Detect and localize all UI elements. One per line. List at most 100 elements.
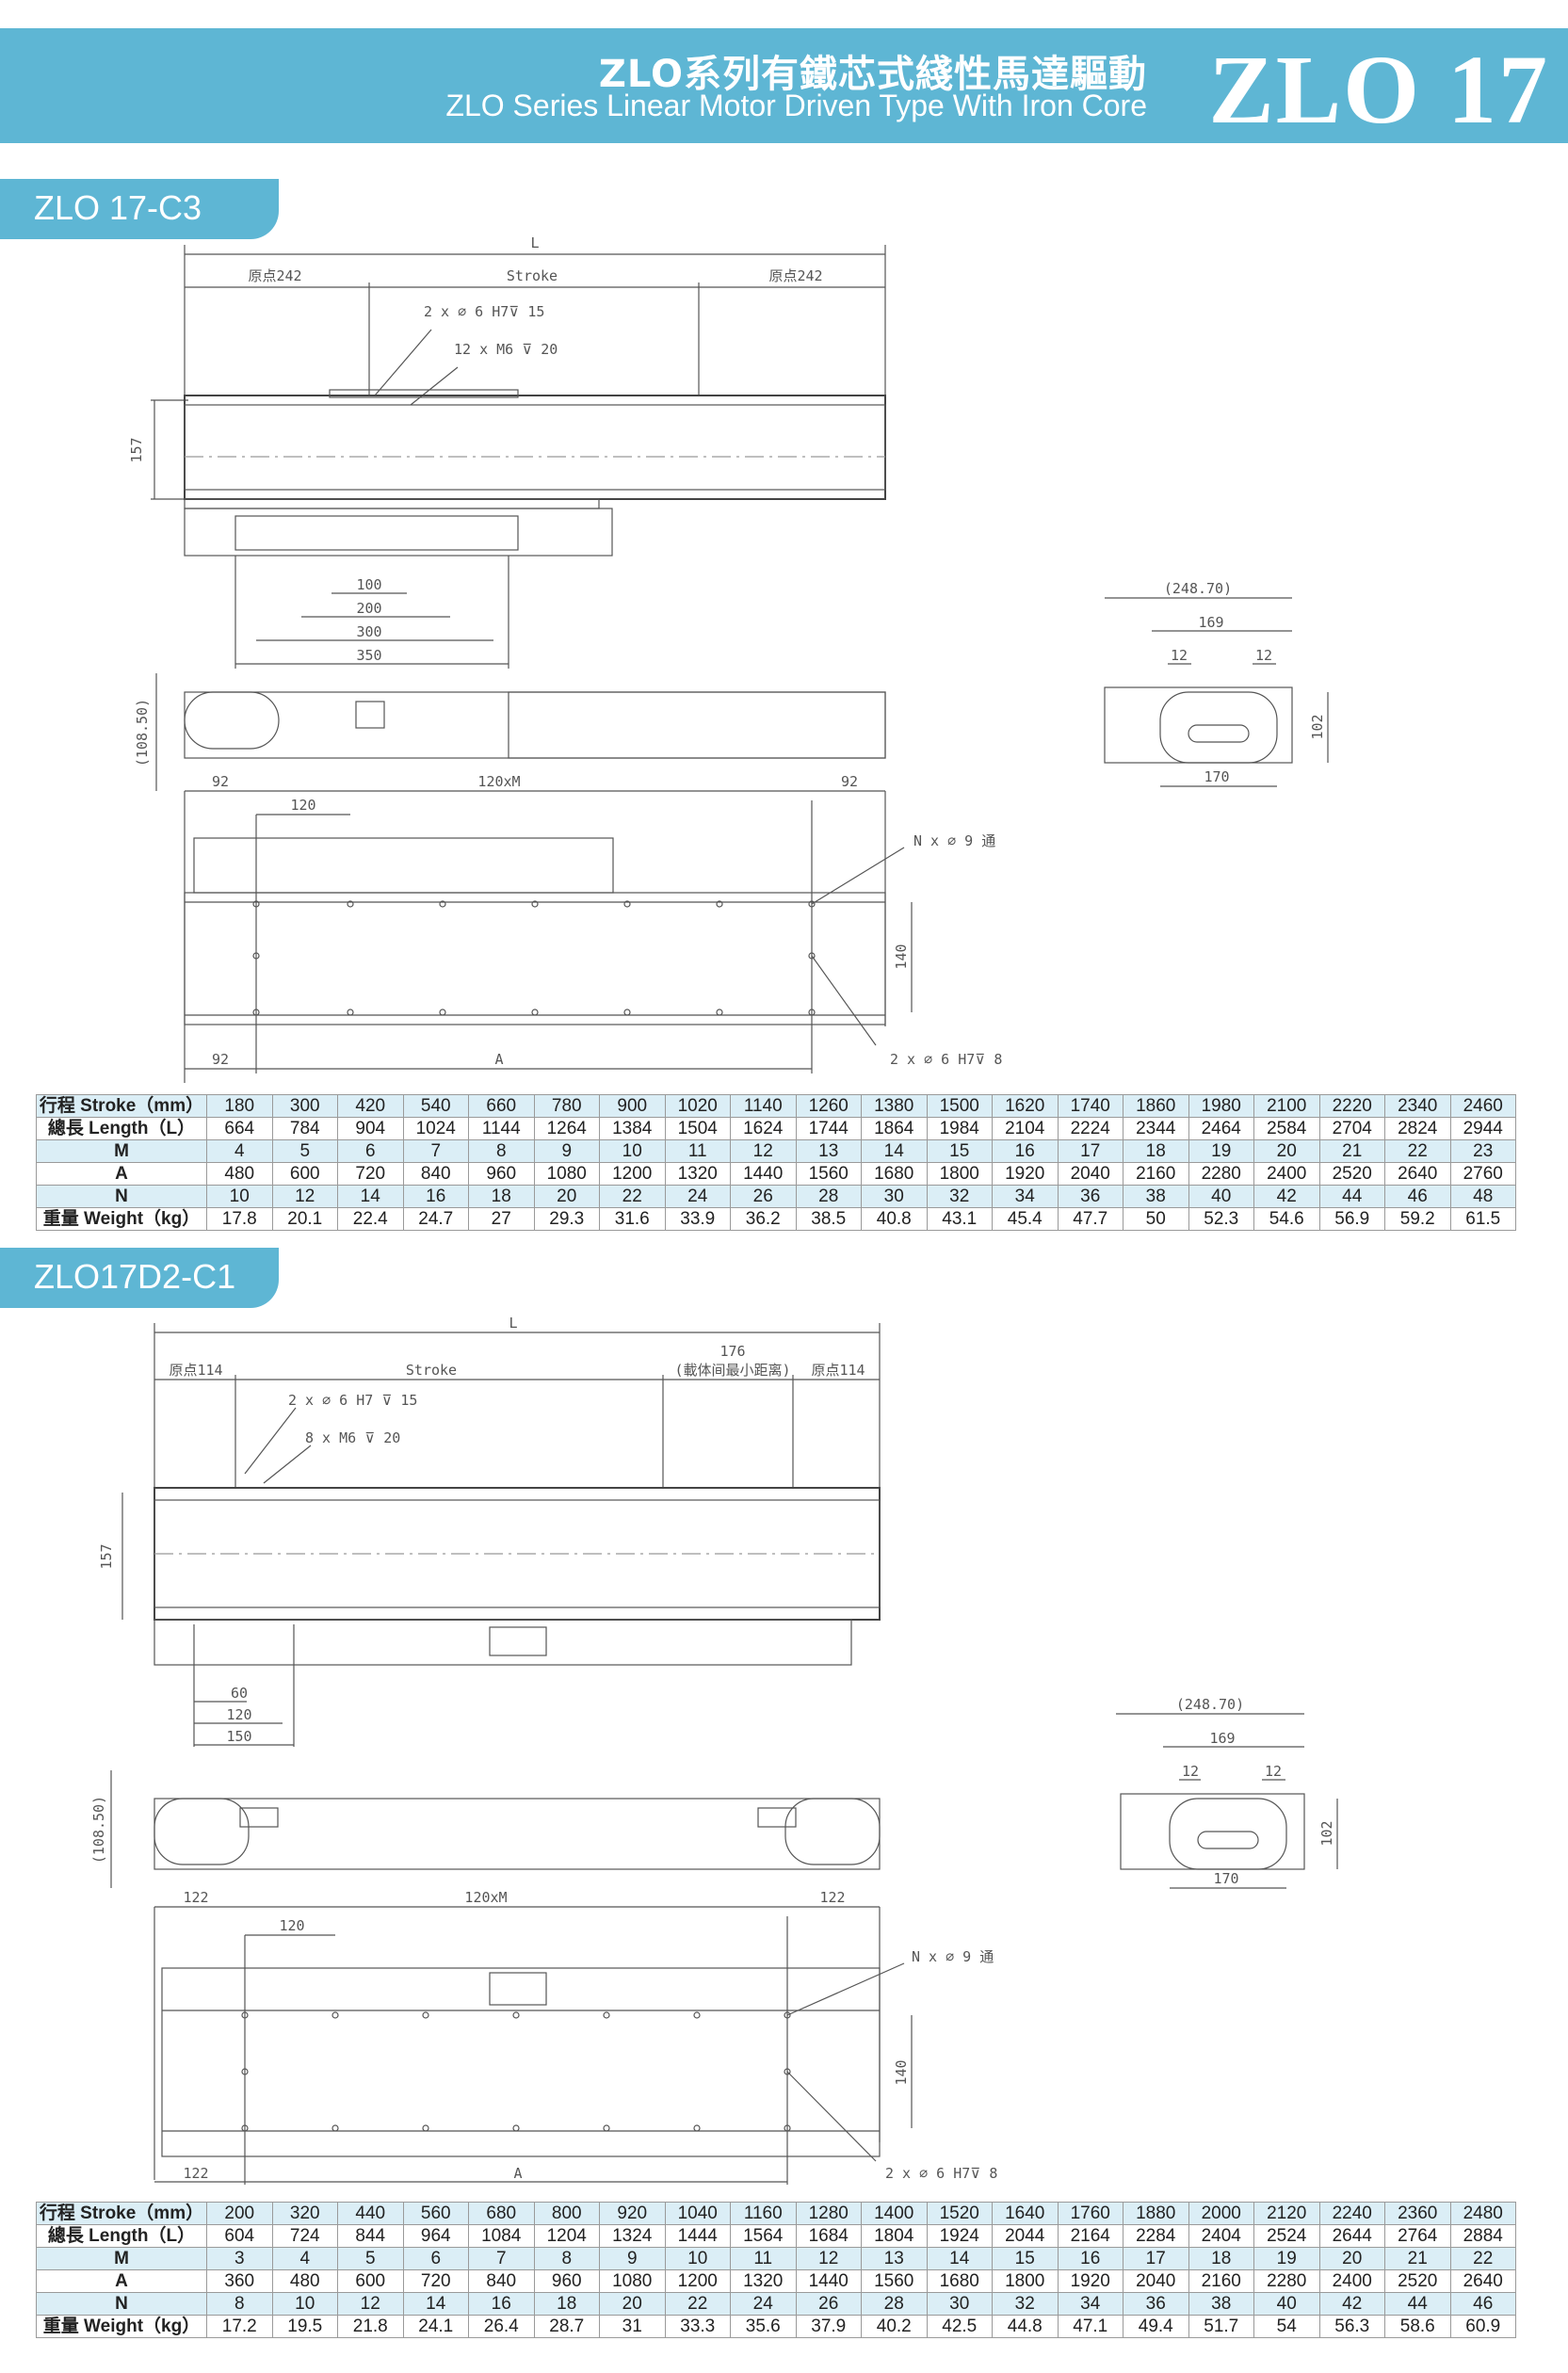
table-cell: 784 xyxy=(271,1117,338,1140)
table-cell: 1020 xyxy=(664,1094,731,1118)
dim-h140: 140 xyxy=(893,944,910,969)
table-cell: 33.3 xyxy=(664,2315,731,2338)
table-cell: 38.5 xyxy=(795,1207,862,1231)
dim-stroke: Stroke xyxy=(507,267,558,284)
table-cell: 31 xyxy=(599,2315,666,2338)
table-cell: 40.8 xyxy=(861,1207,928,1231)
table-cell: 10 xyxy=(664,2247,731,2270)
table-cell: 13 xyxy=(861,2247,928,2270)
table-cell: 604 xyxy=(206,2224,273,2248)
table-cell: 21.8 xyxy=(337,2315,404,2338)
table-cell: 40 xyxy=(1188,1185,1254,1208)
table-cell: 720 xyxy=(337,1162,404,1186)
table-cell: 1680 xyxy=(861,1162,928,1186)
table-cell: 2404 xyxy=(1188,2224,1254,2248)
table-cell: 24 xyxy=(730,2292,797,2316)
table-cell: 19.5 xyxy=(271,2315,338,2338)
dim-pitch: 120xM xyxy=(464,1889,507,1906)
table-cell: 2464 xyxy=(1188,1117,1254,1140)
table-cell: 1800 xyxy=(992,2269,1059,2293)
table-cell: 12 xyxy=(730,1139,797,1163)
table-cell: 12 xyxy=(271,1185,338,1208)
table-cell: 1280 xyxy=(795,2202,862,2225)
table-cell: 61.5 xyxy=(1449,1207,1516,1231)
table-cell: 35.6 xyxy=(730,2315,797,2338)
table-cell: 1500 xyxy=(926,1094,993,1118)
table-cell: 24 xyxy=(664,1185,731,1208)
table-cell: 16 xyxy=(402,1185,469,1208)
dim-L: L xyxy=(530,234,539,251)
table-cell: 46 xyxy=(1449,2292,1516,2316)
dim-A: A xyxy=(513,2165,522,2182)
dim-hole1: 2 x ∅ 6 H7⊽ 15 xyxy=(424,303,544,320)
table-cell: 10 xyxy=(206,1185,273,1208)
table-cell: 20.1 xyxy=(271,1207,338,1231)
table-cell: 26 xyxy=(730,1185,797,1208)
dim-L: L xyxy=(509,1315,517,1332)
dim-hole2: 8 x M6 ⊽ 20 xyxy=(305,1429,400,1446)
table-cell: 1740 xyxy=(1057,1094,1123,1118)
table-cell: 2400 xyxy=(1318,2269,1385,2293)
drawing-d2c1: L 原点114 Stroke 176 (載体间最小距离) 原点114 2 x ∅… xyxy=(0,1314,1568,2194)
dim-w170: 170 xyxy=(1213,1870,1238,1887)
table-cell: 2040 xyxy=(1123,2269,1189,2293)
table-cell: 2944 xyxy=(1449,1117,1516,1140)
dim-w248: (248.70) xyxy=(1164,580,1232,597)
table-cell: 6 xyxy=(337,1139,404,1163)
table-cell: 32 xyxy=(926,1185,993,1208)
table-cell: 13 xyxy=(795,1139,862,1163)
table-cell: 54.6 xyxy=(1253,1207,1320,1231)
dim-nholes: N x ∅ 9 通 xyxy=(913,832,995,849)
table-cell: 200 xyxy=(206,2202,273,2225)
dim-h157: 157 xyxy=(128,437,145,462)
table-cell: 2704 xyxy=(1318,1117,1385,1140)
row-header: 行程 Stroke（mm） xyxy=(36,1094,207,1118)
dim-A: A xyxy=(494,1051,503,1068)
table-cell: 5 xyxy=(337,2247,404,2270)
dim-stroke: Stroke xyxy=(406,1362,457,1379)
table-cell: 21 xyxy=(1384,2247,1451,2270)
dim-origin-left: 原点242 xyxy=(248,267,301,284)
table-cell: 800 xyxy=(533,2202,600,2225)
table-cell: 1200 xyxy=(664,2269,731,2293)
dim-w169: 169 xyxy=(1198,614,1223,631)
table-cell: 440 xyxy=(337,2202,404,2225)
dim-120b: 120 xyxy=(226,1706,251,1723)
table-cell: 56.9 xyxy=(1318,1207,1385,1231)
header-banner xyxy=(0,28,1568,143)
table-cell: 14 xyxy=(926,2247,993,2270)
table-cell: 42.5 xyxy=(926,2315,993,2338)
dim-nholes: N x ∅ 9 通 xyxy=(912,1948,994,1965)
table-cell: 2000 xyxy=(1188,2202,1254,2225)
table-cell: 1564 xyxy=(730,2224,797,2248)
table-cell: 2100 xyxy=(1253,1094,1320,1118)
table-cell: 1520 xyxy=(926,2202,993,2225)
table-cell: 180 xyxy=(206,1094,273,1118)
row-header: N xyxy=(36,1185,207,1208)
dim-120: 120 xyxy=(290,797,315,814)
dim-w12a: 12 xyxy=(1171,647,1188,664)
table-cell: 600 xyxy=(337,2269,404,2293)
table-cell: 18 xyxy=(468,1185,535,1208)
dim-150: 150 xyxy=(226,1728,251,1745)
table-cell: 22 xyxy=(664,2292,731,2316)
table-cell: 1560 xyxy=(861,2269,928,2293)
table-cell: 18 xyxy=(1188,2247,1254,2270)
table-cell: 9 xyxy=(599,2247,666,2270)
table-cell: 14 xyxy=(337,1185,404,1208)
table-cell: 2344 xyxy=(1123,1117,1189,1140)
row-header: M xyxy=(36,1139,207,1163)
table-cell: 48 xyxy=(1449,1185,1516,1208)
row-header: 行程 Stroke（mm） xyxy=(36,2202,207,2225)
table-cell: 1560 xyxy=(795,1162,862,1186)
table-cell: 28 xyxy=(861,2292,928,2316)
dim-120: 120 xyxy=(279,1917,304,1934)
dim-h157: 157 xyxy=(98,1543,115,1569)
dim-pin: 2 x ∅ 6 H7⊽ 8 xyxy=(890,1051,1002,1068)
